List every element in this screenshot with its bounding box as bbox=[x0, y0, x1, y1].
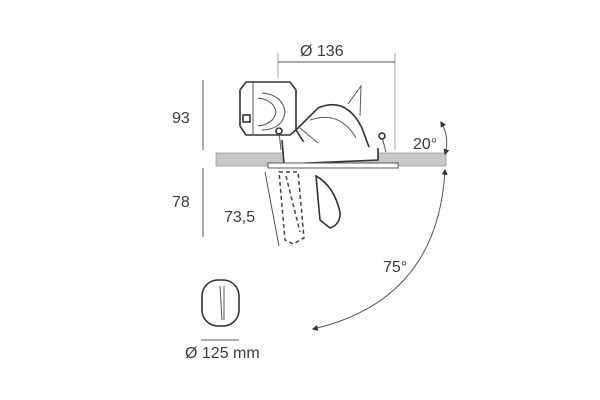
angle-20-label: 20° bbox=[413, 136, 437, 153]
top-diameter-label: Ø 136 bbox=[300, 43, 344, 60]
mounting-springs bbox=[275, 127, 387, 153]
depth-below-dimension: 78 bbox=[172, 168, 204, 237]
height-above-dimension: 93 bbox=[172, 80, 204, 150]
tilt-depth-label: 73,5 bbox=[224, 209, 255, 226]
tilt-depth-dimension: 73,5 bbox=[224, 171, 280, 247]
tilted-spot-dashed bbox=[278, 171, 341, 245]
cutout-diameter-label: Ø 125 mm bbox=[185, 345, 260, 362]
spot-head bbox=[281, 84, 379, 165]
angle-20-marker: 20° bbox=[413, 120, 450, 156]
cutout-detail: Ø 125 mm bbox=[185, 279, 260, 362]
height-above-label: 93 bbox=[172, 110, 190, 127]
rotation-angle-label: 75° bbox=[383, 259, 407, 276]
luminaire-housing bbox=[239, 81, 297, 136]
depth-below-label: 78 bbox=[172, 194, 190, 211]
top-diameter-dimension: Ø 136 bbox=[277, 43, 396, 150]
trim-ring bbox=[267, 162, 399, 169]
rotation-arc: 75° bbox=[311, 168, 448, 331]
